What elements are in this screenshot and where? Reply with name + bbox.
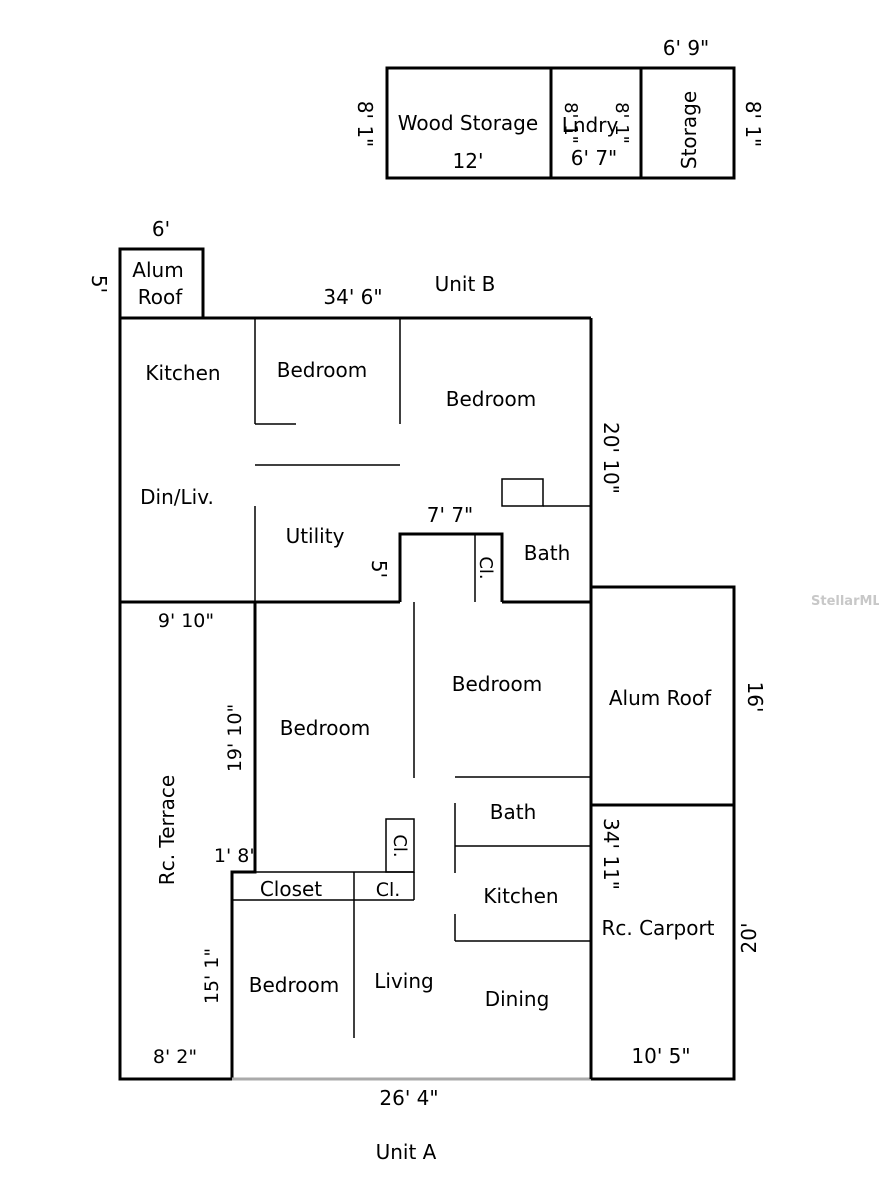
- unit-b-notch-width: 7' 7": [427, 503, 474, 527]
- unit-a-living: Living: [374, 969, 433, 993]
- alum-roof-right-depth: 16': [743, 682, 767, 713]
- storage-depth-left: 8' 1": [353, 101, 377, 148]
- storage-depth-right: 8' 1": [741, 101, 765, 148]
- unit-a-bedroom-right: Bedroom: [452, 672, 542, 696]
- unit-b-utility: Utility: [286, 524, 345, 548]
- unit-a-terrace-width-bottom: 8' 2": [153, 1046, 197, 1068]
- unit-b-bedroom-2: Bedroom: [446, 387, 536, 411]
- unit-b-alum-roof-depth: 5': [87, 275, 111, 293]
- carport-label: Rc. Carport: [601, 916, 714, 940]
- alum-roof-right-label: Alum Roof: [609, 686, 712, 710]
- unit-b-bedroom-1: Bedroom: [277, 358, 367, 382]
- unit-a-offset: 1' 8": [214, 845, 258, 867]
- watermark: StellarMLS: [811, 594, 879, 609]
- unit-b-depth: 20' 10": [599, 422, 623, 494]
- unit-a-terrace-width-top: 9' 10": [158, 610, 214, 632]
- unit-b-walls: [118, 247, 593, 604]
- unit-a-bedroom-left: Bedroom: [280, 716, 370, 740]
- unit-a-width: 26' 4": [379, 1086, 438, 1110]
- unit-a-cl-2: Cl.: [376, 879, 401, 901]
- unit-a-closet: Closet: [260, 877, 322, 901]
- unit-b-bath: Bath: [524, 541, 571, 565]
- unit-a-kitchen: Kitchen: [483, 884, 558, 908]
- unit-b-label: Unit B: [435, 272, 496, 296]
- unit-a-label: Unit A: [376, 1140, 437, 1164]
- unit-b-width: 34' 6": [323, 285, 382, 309]
- unit-b-alum-roof-width: 6': [152, 217, 170, 241]
- unit-a-bath: Bath: [490, 800, 537, 824]
- carport-width: 10' 5": [631, 1044, 690, 1068]
- unit-a-walls: [118, 602, 593, 1081]
- unit-a-terrace-depth-lower: 15' 1": [201, 948, 223, 1004]
- unit-a-terrace-depth-upper: 19' 10": [224, 704, 246, 772]
- unit-a-depth: 34' 11": [599, 818, 623, 890]
- wood-storage-width: 12': [453, 149, 484, 173]
- unit-b-alum-roof-line1: Alum: [132, 258, 183, 282]
- unit-a-cl-1: Cl.: [389, 834, 410, 857]
- storage-building: [385, 66, 736, 180]
- unit-a-terrace: Rc. Terrace: [155, 775, 179, 885]
- unit-a-dining: Dining: [485, 987, 550, 1011]
- storage-width: 6' 9": [663, 36, 710, 60]
- unit-b-din-liv: Din/Liv.: [140, 485, 214, 509]
- unit-b-kitchen: Kitchen: [145, 361, 220, 385]
- laundry-depth-right: 8' 1": [611, 102, 632, 144]
- laundry-depth-left: 8' 1": [560, 102, 581, 144]
- unit-a-bedroom-bottom: Bedroom: [249, 973, 339, 997]
- unit-b-closet: Cl.: [475, 556, 496, 579]
- laundry-label: Lndry: [562, 113, 619, 137]
- unit-b-notch-depth: 5': [367, 560, 391, 578]
- carport-depth: 20': [737, 923, 761, 954]
- storage-label: Storage: [677, 91, 701, 169]
- unit-b-alum-roof-line2: Roof: [138, 285, 183, 309]
- wood-storage-label: Wood Storage: [398, 111, 538, 135]
- laundry-width: 6' 7": [571, 146, 618, 170]
- alum-roof-carport-walls: [591, 585, 736, 1081]
